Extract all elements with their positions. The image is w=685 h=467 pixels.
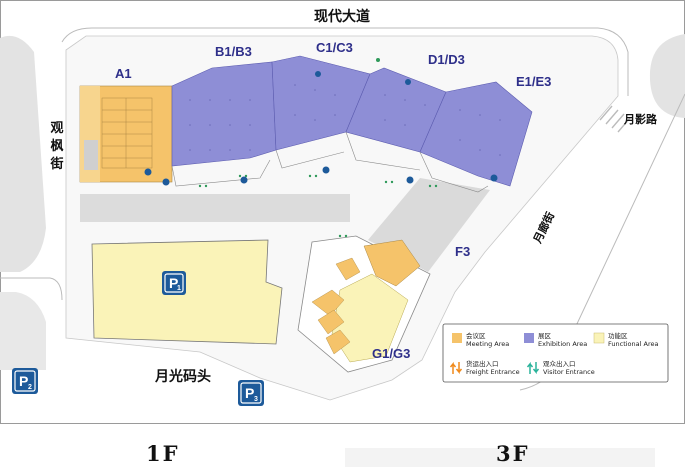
floor-tab-1f[interactable]: 1F [146,441,180,466]
hall-outlines [171,131,489,193]
legend-visitor-en: Visitor Entrance [543,368,595,376]
map-legend: 会议区 Meeting Area 展区 Exhibition Area 功能区 … [442,323,669,383]
hall-columns [189,84,501,156]
parking-2-letter: P [19,373,28,389]
legend-meeting-cn: 会议区 [466,331,486,340]
zone-label-c1c3: C1/C3 [316,40,353,55]
road-north-label: 现代大道 [314,8,370,25]
freight-entrance-icon [449,361,463,375]
east-roundabout-shape [649,34,685,118]
legend-visitor-cn: 观众出入口 [543,359,576,368]
parking-lot-1-area [91,239,283,345]
legend-meeting-en: Meeting Area [466,340,509,348]
legend-freight-cn: 货运出入口 [466,359,499,368]
parking-3-number: 3 [254,396,258,403]
parking-2-badge[interactable]: P 2 [12,368,38,394]
west-road-shape [0,35,46,272]
hall-g1g3 [297,235,431,373]
legend-swatch-exhibition [524,333,534,343]
road-west-char-1: 观 [50,121,63,136]
road-south-label: 月光码头 [154,368,211,385]
road-west-char-2: 枫 [50,138,63,154]
parking-1-letter: P [169,275,178,291]
legend-exhibition-en: Exhibition Area [538,340,587,348]
road-west-char-3: 街 [49,156,63,172]
parking-3-letter: P [245,385,254,401]
zone-label-f3: F3 [455,244,470,259]
legend-swatch-functional [593,332,605,344]
zone-label-b1b3: B1/B3 [215,44,252,59]
bottom-strip [345,448,655,467]
parking-1-number: 1 [177,285,181,292]
zone-label-g1g3: G1/G3 [372,346,410,361]
road-east-upper-label: 月影路 [623,112,658,126]
floor-tab-3f[interactable]: 3F [496,441,530,466]
parking-3-badge[interactable]: P 3 [238,380,264,406]
plaza-bar [80,194,350,222]
zone-label-e1e3: E1/E3 [516,74,551,89]
hall-a1 [79,85,173,183]
parking-1-badge[interactable]: P 1 [162,271,186,295]
zone-label-d1d3: D1/D3 [428,52,465,67]
southwest-road-shape [0,292,46,370]
parking-2-number: 2 [28,384,32,391]
zone-label-a1: A1 [115,66,132,81]
legend-functional-en: Functional Area [608,340,658,348]
legend-swatch-meeting [452,333,462,343]
north-road-edge [61,27,629,96]
legend-exhibition-cn: 展区 [538,332,552,340]
info-markers [144,71,498,186]
west-road-edge [0,277,63,301]
visitor-entrance-icon [526,361,540,375]
legend-freight-en: Freight Entrance [466,368,520,376]
road-west-label: 观 枫 街 [49,121,63,172]
green-markers [198,58,438,238]
legend-functional-cn: 功能区 [608,331,628,340]
